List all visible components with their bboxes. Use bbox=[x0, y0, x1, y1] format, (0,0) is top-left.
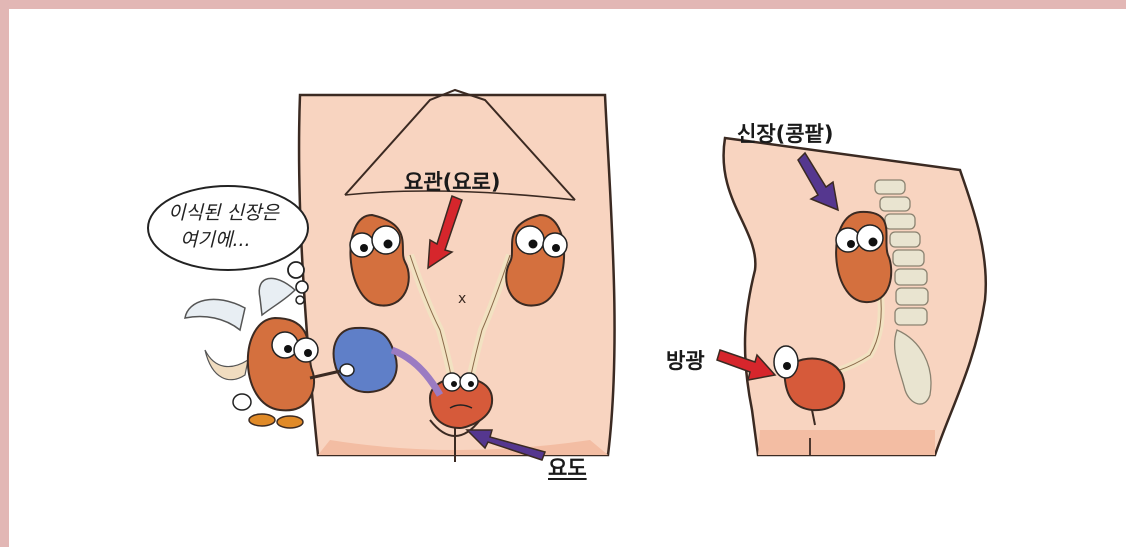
speech-bubble-line-1: 이식된 신장은 bbox=[168, 200, 279, 227]
svg-text:x: x bbox=[458, 291, 466, 307]
speech-bubble-line-2: 여기에... bbox=[168, 227, 279, 254]
kidney-side bbox=[836, 212, 891, 302]
speech-bubble-text: 이식된 신장은 여기에... bbox=[168, 200, 279, 254]
label-ureter: 요관(요로) bbox=[404, 166, 500, 196]
label-urethra: 요도 bbox=[548, 452, 587, 482]
label-bladder: 방광 bbox=[666, 345, 705, 375]
label-kidney: 신장(콩팥) bbox=[737, 118, 833, 148]
